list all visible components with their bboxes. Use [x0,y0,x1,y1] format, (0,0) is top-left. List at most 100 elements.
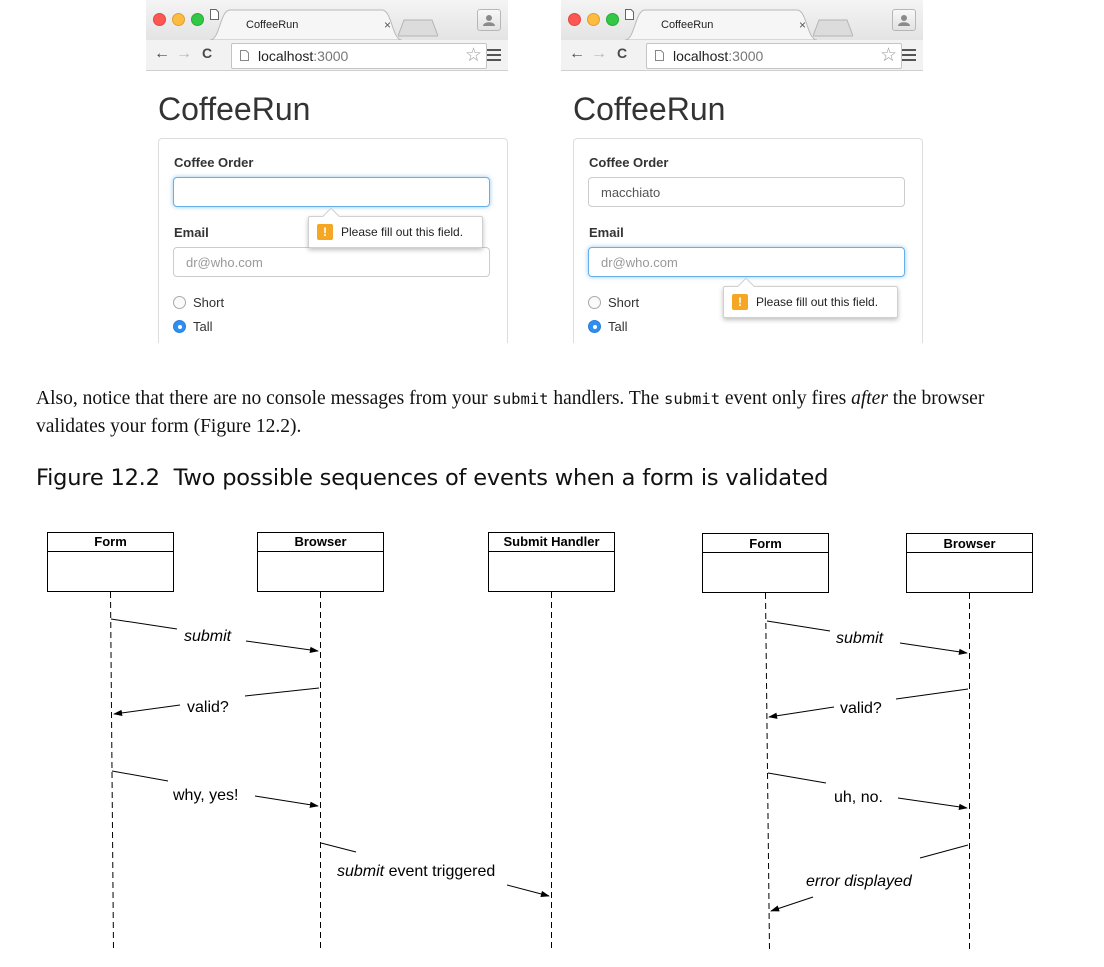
reload-icon[interactable]: C [617,45,628,61]
validation-tooltip: ! Please fill out this field. [308,216,483,248]
figure-number: Figure 12.2 [36,465,160,491]
menu-icon[interactable] [902,49,916,61]
new-tab-button[interactable] [813,19,853,37]
paragraph-text: Also, notice that there are no console m… [36,388,493,409]
code-submit: submit [492,390,549,408]
message-valid-right: valid? [768,688,969,719]
radio-option-short[interactable]: Short [588,295,639,310]
page-icon [210,9,219,20]
back-arrow-icon[interactable]: ← [154,45,170,62]
coffee-order-input[interactable] [173,177,490,207]
actor-form-right: Form [702,533,829,593]
profile-button[interactable] [477,9,501,31]
back-arrow-icon[interactable]: ← [569,45,585,62]
paragraph-text: event only fires [720,388,852,409]
coffee-order-input[interactable]: macchiato [588,177,905,207]
actor-label: Browser [943,536,995,551]
browser-toolbar: ← → C localhost:3000 ☆ [561,40,923,71]
radio-short[interactable] [173,296,186,309]
url-port: :3000 [313,48,349,64]
tab-close-icon[interactable]: × [384,18,392,32]
actor-label: Browser [294,534,346,549]
forward-arrow-icon[interactable]: → [176,45,192,62]
actor-label: Submit Handler [503,534,599,549]
coffee-order-label: Coffee Order [589,155,669,170]
message-submit-left: submit [110,618,319,654]
menu-icon[interactable] [487,49,501,61]
url-text: localhost:3000 [673,48,763,64]
message-label: submit event triggered [337,863,495,880]
address-bar[interactable]: localhost:3000 ☆ [646,43,902,69]
radio-short[interactable] [588,296,601,309]
tab-strip: CoffeeRun × [146,0,508,41]
message-label: error displayed [806,873,913,890]
body-paragraph: Also, notice that there are no console m… [36,385,1036,440]
figure-caption: Figure 12.2 Two possible sequences of ev… [36,465,828,491]
bookmark-star-icon[interactable]: ☆ [464,45,482,66]
sequence-diagram: Form Browser Submit Handler submit valid… [47,532,1033,951]
email-input[interactable]: dr@who.com [588,247,905,277]
page-icon [655,50,664,61]
new-tab-button[interactable] [398,19,438,37]
address-bar[interactable]: localhost:3000 ☆ [231,43,487,69]
reload-icon[interactable]: C [202,45,213,61]
browser-window-right: CoffeeRun × ← → C localhost:3000 ☆ Coffe… [561,0,923,343]
zoom-window-button[interactable] [606,13,619,26]
close-window-button[interactable] [153,13,166,26]
app-title: CoffeeRun [158,91,311,127]
tab-close-icon[interactable]: × [799,18,807,32]
radio-tall[interactable] [173,320,186,333]
radio-short-label: Short [608,295,640,310]
message-event-triggered: submit event triggered [320,842,550,897]
tab-title: CoffeeRun [661,19,714,31]
browser-toolbar: ← → C localhost:3000 ☆ [146,40,508,71]
email-label: Email [174,225,209,240]
message-yes-left: why, yes! [111,770,319,808]
close-window-button[interactable] [568,13,581,26]
forward-arrow-icon[interactable]: → [591,45,607,62]
validation-message: Please fill out this field. [341,225,464,239]
email-input[interactable]: dr@who.com [173,247,490,277]
zoom-window-button[interactable] [191,13,204,26]
minimize-window-button[interactable] [587,13,600,26]
coffee-order-value: macchiato [601,185,661,200]
lifeline-form-right [765,592,770,951]
radio-option-short[interactable]: Short [173,295,224,310]
radio-option-tall[interactable]: Tall [588,319,628,334]
radio-short-label: Short [193,295,225,310]
warning-icon: ! [317,224,333,240]
email-placeholder: dr@who.com [186,255,263,270]
radio-tall[interactable] [588,320,601,333]
validation-tooltip: ! Please fill out this field. [723,286,898,318]
actor-browser-left: Browser [257,532,384,592]
tab-coffeerun[interactable]: CoffeeRun × [210,9,402,41]
message-error-displayed: error displayed [770,844,969,912]
paragraph-text: the browser validates your form (Figure … [36,388,985,437]
email-label: Email [589,225,624,240]
emphasis-after: after [851,388,888,409]
message-label: submit [836,630,884,647]
validation-message: Please fill out this field. [756,295,879,309]
url-host: localhost [258,48,314,64]
coffee-order-label: Coffee Order [174,155,254,170]
paragraph-text: handlers. The [548,388,665,409]
actor-submit-handler: Submit Handler [488,532,615,592]
person-icon [483,15,495,26]
minimize-window-button[interactable] [172,13,185,26]
email-placeholder: dr@who.com [601,255,678,270]
bookmark-star-icon[interactable]: ☆ [879,45,897,66]
message-label: uh, no. [834,789,883,806]
tab-coffeerun[interactable]: CoffeeRun × [625,9,817,41]
radio-option-tall[interactable]: Tall [173,319,213,334]
tab-strip: CoffeeRun × [561,0,923,41]
actor-label: Form [749,536,782,551]
message-label: valid? [187,699,229,716]
profile-button[interactable] [892,9,916,31]
message-label: why, yes! [172,787,239,804]
tab-title: CoffeeRun [246,19,299,31]
figure-title: Two possible sequences of events when a … [173,465,829,491]
actor-label: Form [94,534,127,549]
message-submit-right: submit [766,620,968,655]
code-submit: submit [664,390,721,408]
actor-browser-right: Browser [906,533,1033,593]
